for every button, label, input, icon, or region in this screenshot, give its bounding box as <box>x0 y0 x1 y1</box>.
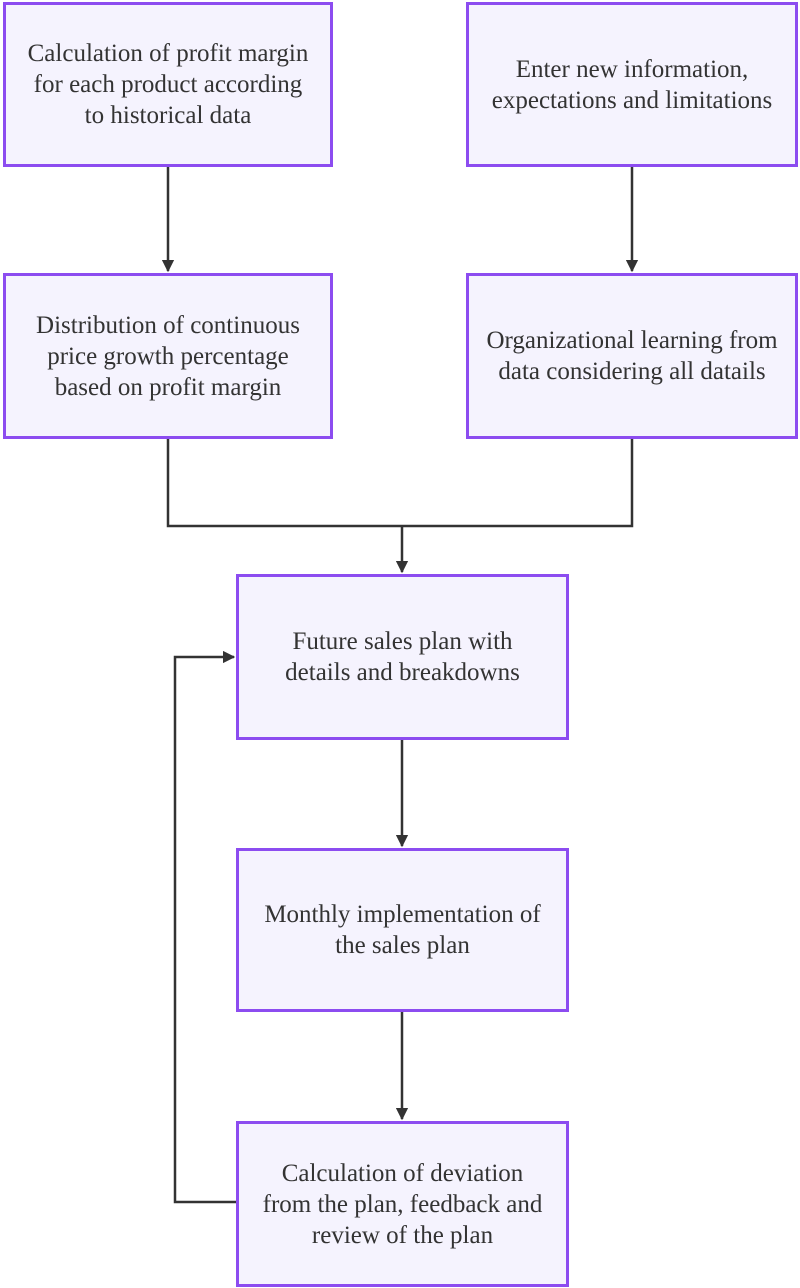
organizational-learning-box: Organizational learning from data consid… <box>466 273 798 439</box>
deviation-review-label: Calculation of deviation from the plan, … <box>262 1159 543 1249</box>
monthly-implementation-label: Monthly implementation of the sales plan <box>264 901 541 959</box>
feedback-loop-arrow <box>173 650 236 1204</box>
profit-margin-box: Calculation of profit margin for each pr… <box>3 2 333 167</box>
sales-plan-label: Future sales plan with details and break… <box>285 628 520 686</box>
sales-plan-box: Future sales plan with details and break… <box>236 574 569 740</box>
profit-margin-label: Calculation of profit margin for each pr… <box>27 40 309 129</box>
new-information-label: Enter new information, expectations and … <box>491 55 773 114</box>
monthly-implementation-box: Monthly implementation of the sales plan <box>236 848 569 1012</box>
connector-growth-to-merge <box>166 439 402 528</box>
price-growth-label: Distribution of continuous price growth … <box>36 311 300 401</box>
new-information-box: Enter new information, expectations and … <box>466 2 798 167</box>
organizational-learning-label: Organizational learning from data consid… <box>486 327 778 385</box>
deviation-review-box: Calculation of deviation from the plan, … <box>236 1121 569 1287</box>
connector-learning-to-merge <box>402 439 634 528</box>
price-growth-box: Distribution of continuous price growth … <box>3 273 333 439</box>
